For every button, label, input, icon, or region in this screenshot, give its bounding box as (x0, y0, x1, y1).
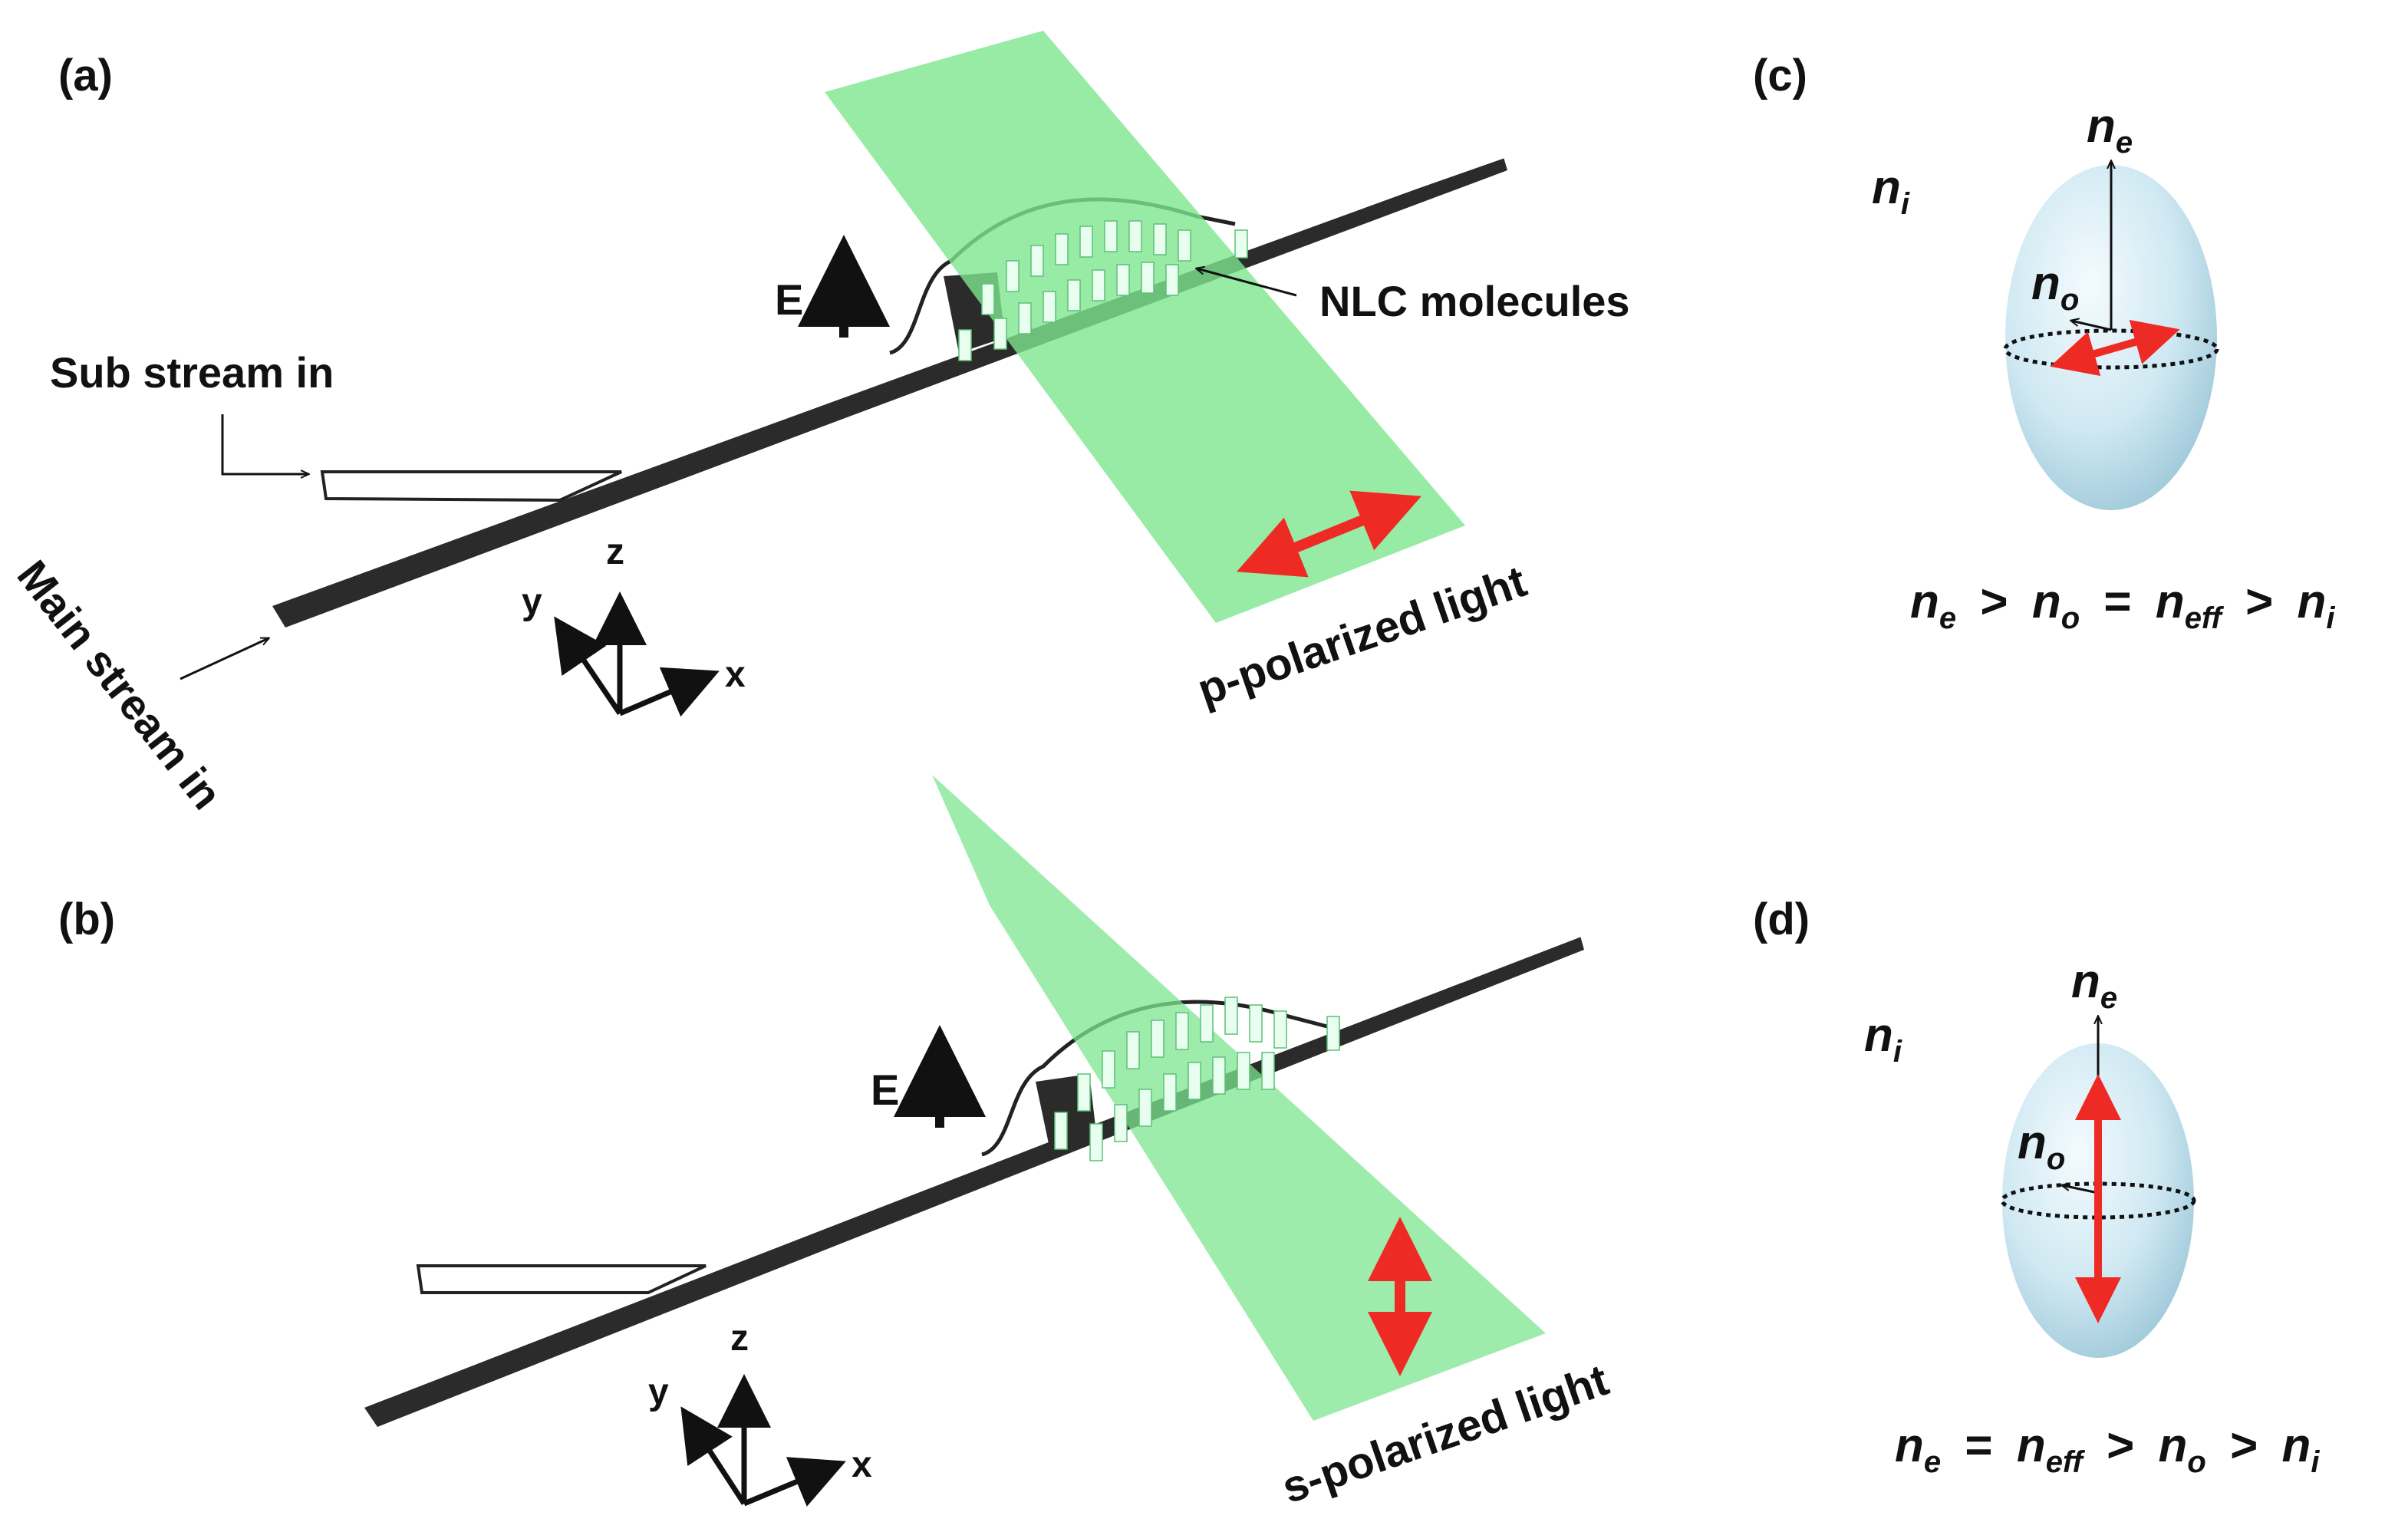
field-label-a: E (775, 275, 803, 324)
main-channel-b (364, 936, 1584, 1427)
panel-b: (b) E z x y s-pol (58, 775, 1615, 1513)
light-sheet-s (932, 775, 1546, 1421)
d-ne-label: ne (2071, 955, 2117, 1015)
d-no-label: no (2018, 1116, 2065, 1176)
light-sheet-p (825, 31, 1465, 623)
axis-z-b: z (730, 1318, 749, 1359)
d-relation: ne = neff > no > ni (1895, 1419, 2320, 1483)
axis-y-b: y (648, 1372, 669, 1412)
d-ni: ni (1864, 1009, 1902, 1069)
nlc-molecules-a (958, 220, 1248, 361)
d-equator (2000, 1181, 2196, 1220)
axis-z-a: z (606, 532, 624, 572)
panel-d-label: (d) (1753, 894, 1810, 944)
main-stream-label: Main stream in (8, 552, 232, 819)
molecules-label: NLC molecules (1319, 277, 1630, 325)
c-ne-label: ne (2087, 100, 2133, 160)
panel-c-label: (c) (1753, 51, 1807, 100)
c-no-label: no (2031, 257, 2079, 317)
axis-y-a: y (522, 582, 542, 622)
panel-d: (d) ni ne no ne = neff > no > ni (1753, 894, 2320, 1483)
axes-b: z x y (648, 1318, 872, 1507)
panel-b-label: (b) (58, 894, 115, 944)
molecules-pointer (1197, 269, 1297, 297)
panel-c: (c) ni ne no ne > no = neff > ni (1753, 51, 2335, 639)
c-relation: ne > no = neff > ni (1910, 575, 2335, 639)
polarization-arrow-p (1237, 490, 1421, 578)
sub-stream-pointer (221, 414, 308, 474)
main-channel-edge-b (644, 934, 1581, 1298)
c-ni: ni (1872, 161, 1910, 221)
sub-channel (320, 470, 622, 502)
c-polarization-arrow (2050, 319, 2180, 377)
panel-a: (a) E NLC molecules Su (8, 31, 1630, 818)
panel-a-label: (a) (58, 51, 113, 100)
c-equator (2003, 328, 2219, 370)
nlc-molecules-b (1054, 997, 1340, 1161)
sub-channel-b (416, 1264, 707, 1294)
axes-a: z x y (522, 532, 746, 717)
main-stream-pointer (180, 638, 268, 680)
sub-stream-label: Sub stream in (50, 348, 334, 397)
axis-x-b: x (852, 1445, 872, 1485)
axis-x-a: x (725, 654, 746, 695)
field-label-b: E (871, 1066, 899, 1114)
